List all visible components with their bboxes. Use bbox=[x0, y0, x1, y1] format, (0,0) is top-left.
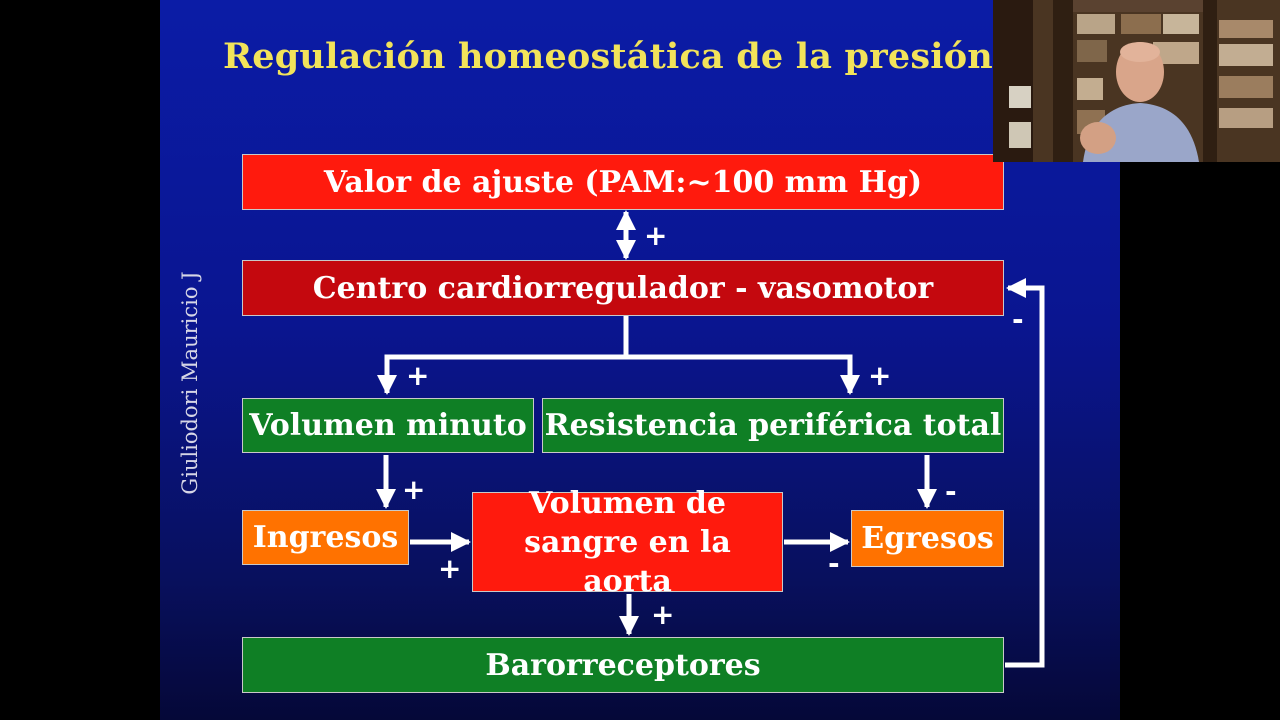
cardiac-output-label: Volumen minuto bbox=[249, 408, 527, 443]
sign-to-cardiac-output: + bbox=[406, 359, 430, 392]
blood-volume-label: Volumen de sangre en la aorta bbox=[524, 485, 731, 599]
sign-volume-baroreceptors: + bbox=[651, 598, 675, 631]
setpoint-label: Valor de ajuste (PAM:~100 mm Hg) bbox=[323, 164, 923, 200]
sign-cardiac-output-inputs: + bbox=[402, 473, 426, 506]
slide-background bbox=[160, 0, 1120, 720]
center-label: Centro cardiorregulador - vasomotor bbox=[312, 270, 934, 306]
sign-setpoint-center: + bbox=[644, 219, 668, 252]
slide-title: Regulación homeostática de la presión ar… bbox=[223, 36, 1086, 77]
sign-resistance-outputs: - bbox=[945, 475, 957, 508]
cardioregulatory-center-box: Centro cardiorregulador - vasomotor bbox=[242, 260, 1004, 316]
blood-volume-box: Volumen de sangre en la aorta bbox=[472, 486, 783, 599]
sign-inputs-volume: + bbox=[438, 552, 462, 585]
sign-volume-outputs: - bbox=[828, 547, 840, 580]
sign-feedback: - bbox=[1012, 303, 1024, 336]
presenter-video-frame bbox=[993, 0, 1280, 162]
arrow-center-resistance bbox=[626, 354, 860, 395]
baroreceptors-label: Barorreceptores bbox=[485, 647, 761, 683]
resistance-label: Resistencia periférica total bbox=[544, 408, 1002, 443]
inputs-label: Ingresos bbox=[252, 520, 399, 555]
inputs-box: Ingresos bbox=[242, 510, 409, 565]
sign-to-resistance: + bbox=[868, 359, 892, 392]
outputs-box: Egresos bbox=[851, 510, 1004, 567]
baroreceptors-box: Barorreceptores bbox=[242, 637, 1004, 693]
peripheral-resistance-box: Resistencia periférica total bbox=[542, 398, 1004, 453]
cardiac-output-box: Volumen minuto bbox=[242, 398, 534, 453]
setpoint-box: Valor de ajuste (PAM:~100 mm Hg) bbox=[242, 154, 1004, 210]
arrow-feedback-loop bbox=[1005, 278, 1045, 668]
presenter-webcam bbox=[993, 0, 1280, 162]
outputs-label: Egresos bbox=[861, 521, 994, 556]
